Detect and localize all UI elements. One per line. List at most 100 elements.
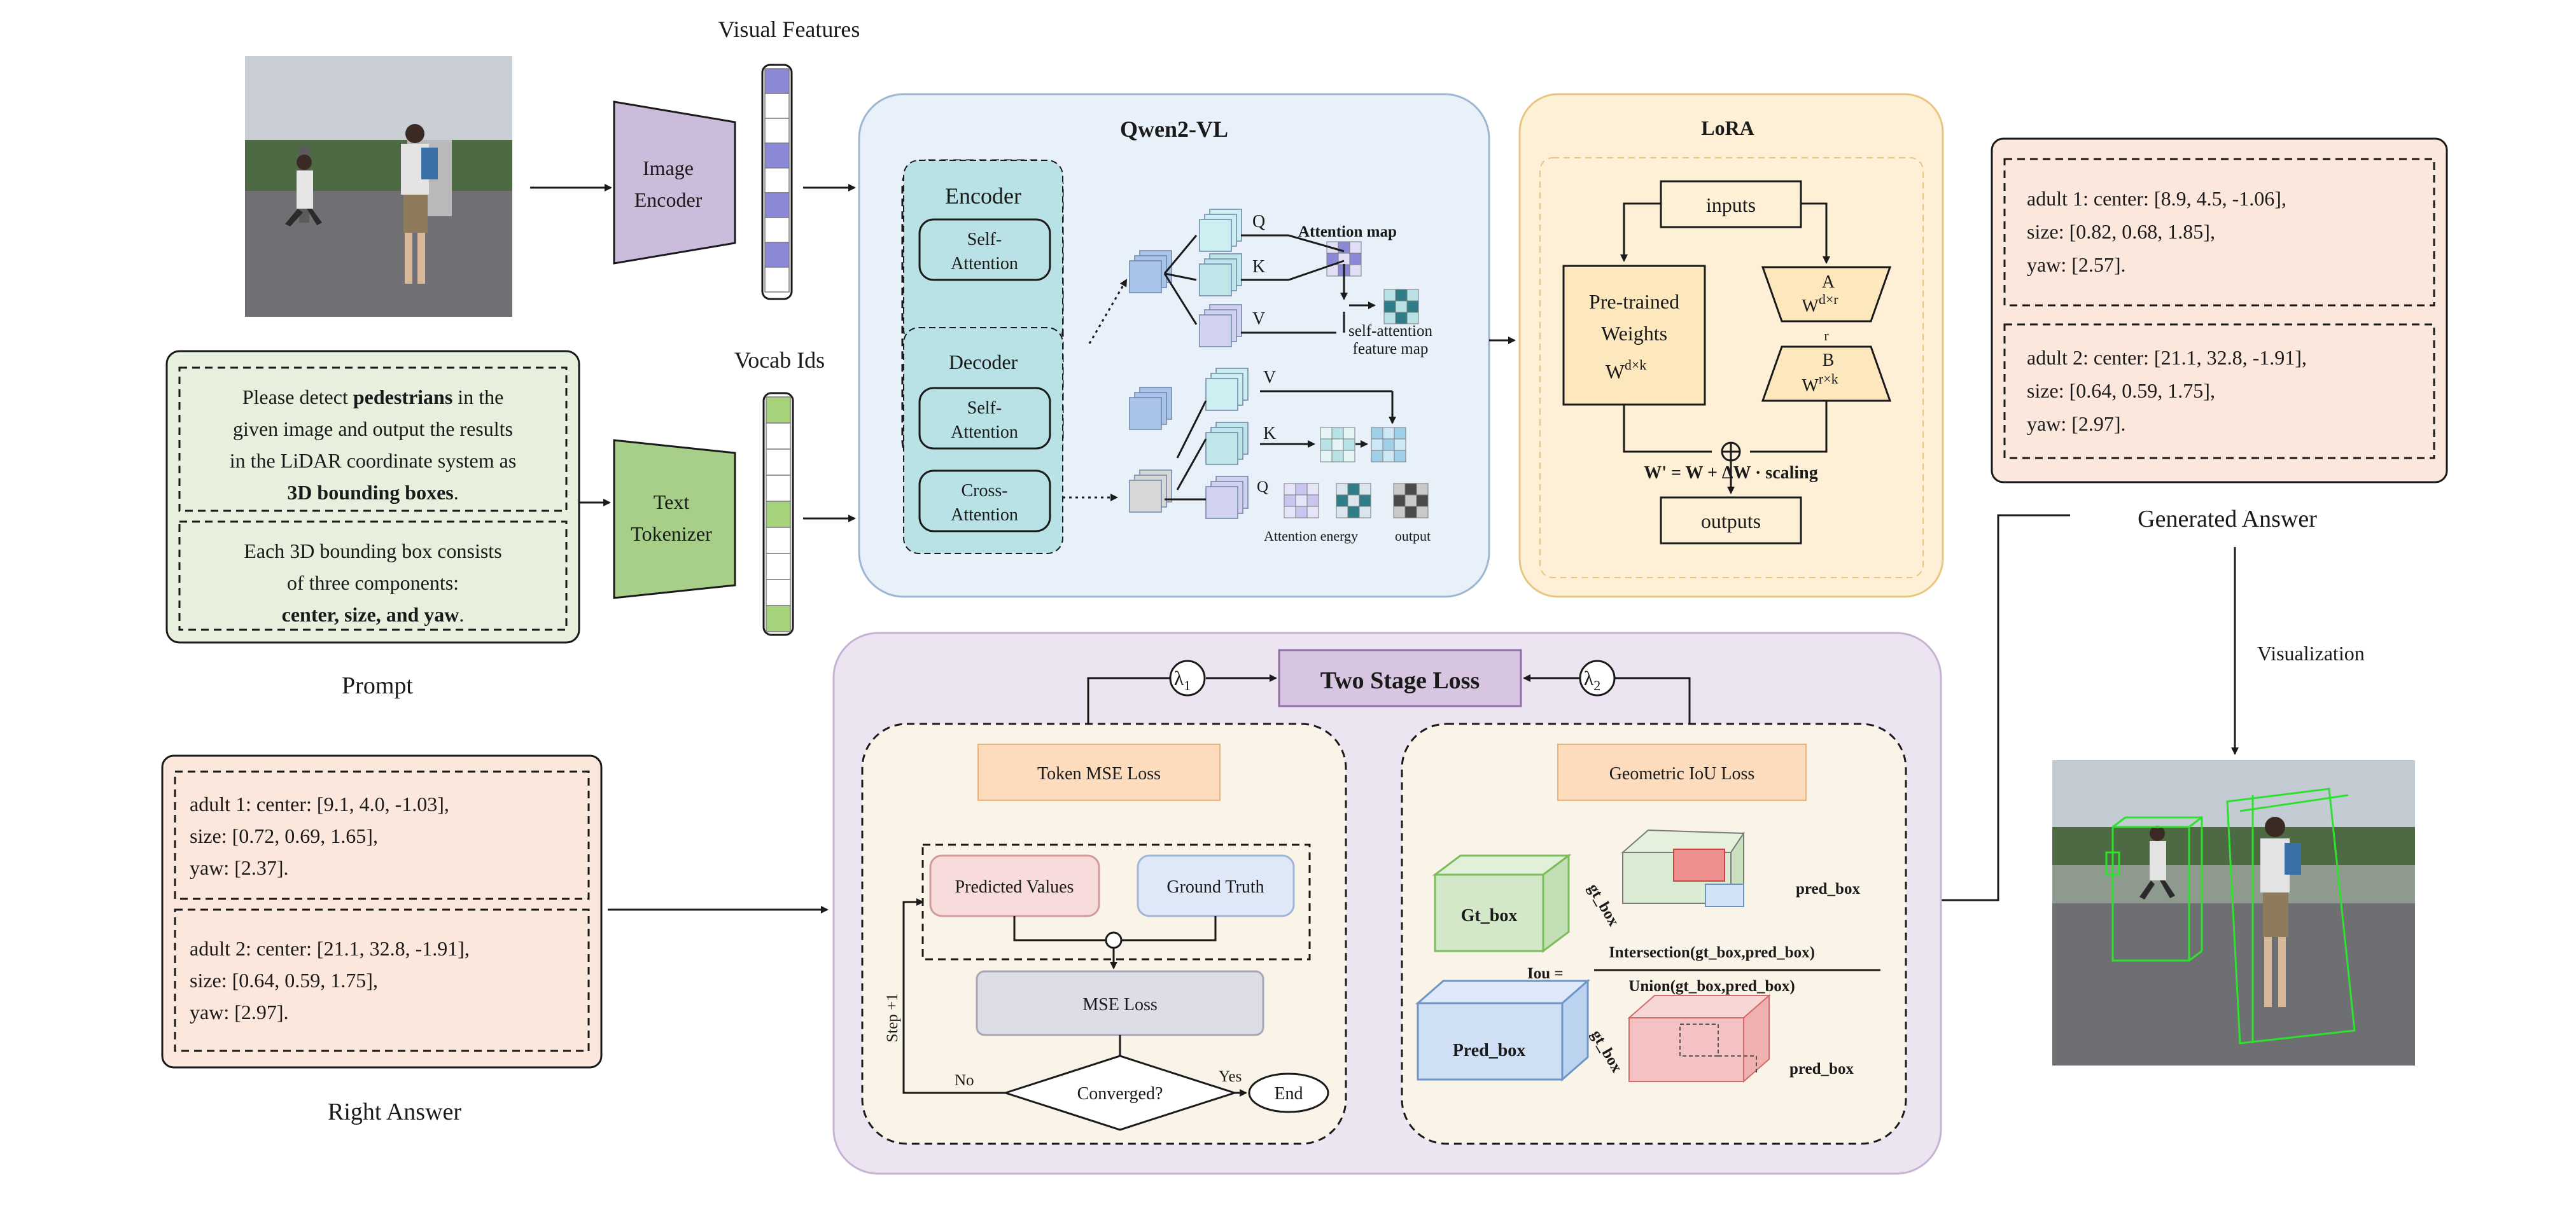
feature-cube — [1199, 219, 1232, 252]
grid-cell — [1347, 506, 1360, 518]
vf-cells-cell — [764, 68, 790, 94]
grid-cell — [1338, 241, 1350, 254]
token-mse-title: Token MSE Loss — [1037, 764, 1161, 784]
grid-cell — [1295, 494, 1308, 507]
grid-cell — [1336, 483, 1348, 496]
grid-cell — [1371, 427, 1383, 440]
prompt-line-1: Please detect pedestrians in the — [242, 385, 504, 408]
grid-cell — [1320, 427, 1333, 440]
lora-title: LoRA — [1701, 116, 1754, 139]
image-encoder-label-1: Image — [643, 156, 694, 179]
vi-cells-cell — [766, 579, 791, 606]
visualization-label: Visualization — [2257, 642, 2365, 665]
lora-b-w: Wr×k — [1802, 371, 1838, 396]
prompt-line-4: 3D bounding boxes. — [287, 481, 458, 504]
vf-cells-cell — [764, 93, 790, 119]
right-answer-caption: Right Answer — [328, 1099, 461, 1125]
pred-box-small-bottom: pred_box — [1789, 1060, 1854, 1078]
output-label: output — [1395, 528, 1431, 544]
step-label: Step +1 — [884, 993, 901, 1042]
prompt-line-2: given image and output the results — [233, 417, 513, 440]
loss-title: Two Stage Loss — [1320, 667, 1480, 694]
grid-cell — [1295, 506, 1308, 518]
attention-energy-label: Attention energy — [1264, 528, 1358, 544]
lora-outputs: outputs — [1701, 510, 1761, 532]
lora-formula: W' = W + ΔW · scaling — [1644, 463, 1818, 483]
no-label: No — [955, 1072, 974, 1089]
pred-box-label: Pred_box — [1453, 1041, 1526, 1060]
vi-cells-cell — [766, 501, 791, 528]
encoder-label: Encoder — [945, 183, 1021, 209]
gt-box-label: Gt_box — [1461, 906, 1518, 926]
ground-truth: Ground Truth — [1166, 877, 1264, 897]
grid-cell — [1382, 450, 1395, 462]
grid-cell — [1343, 438, 1355, 451]
visual-features-label: Visual Features — [718, 17, 860, 42]
grid-cell — [1395, 289, 1408, 302]
encoder-self-attention-2: Attention — [951, 254, 1018, 274]
grid-cell — [1382, 427, 1395, 440]
grid-cell — [1394, 427, 1406, 440]
q-label-top: Q — [1252, 212, 1265, 232]
iou-label: Iou = — [1527, 965, 1564, 982]
grid-cell — [1395, 300, 1408, 313]
iou-denominator: Union(gt_box,pred_box) — [1628, 978, 1795, 995]
generated-answer-caption: Generated Answer — [2138, 506, 2317, 532]
grid-cell — [1416, 494, 1429, 507]
prompt-line-3: in the LiDAR coordinate system as — [230, 449, 517, 472]
attention-map-label: Attention map — [1298, 223, 1397, 240]
lora-b-label: B — [1823, 351, 1835, 370]
k-label-top: K — [1252, 257, 1265, 277]
right-a1-line1: adult 1: center: [9.1, 4.0, -1.03], — [190, 793, 449, 816]
grid-cell — [1382, 438, 1395, 451]
grid-cell — [1371, 438, 1383, 451]
grid-cell — [1359, 494, 1371, 507]
grid-cell — [1406, 312, 1419, 324]
q-label-bottom: Q — [1257, 478, 1268, 496]
feature-cube — [1129, 397, 1162, 430]
right-a2-line2: size: [0.64, 0.59, 1.75], — [190, 969, 378, 992]
gen-a1-line1: adult 1: center: [8.9, 4.5, -1.06], — [2027, 187, 2286, 210]
visual-feature-vector — [761, 64, 793, 300]
grid-cell — [1404, 483, 1417, 496]
v-label-top: V — [1252, 309, 1265, 329]
vi-cells-cell — [766, 448, 791, 476]
encoder-self-attention-1: Self- — [967, 230, 1002, 249]
right-a1-line3: yaw: [2.37]. — [190, 856, 289, 879]
vi-cells-cell — [766, 527, 791, 554]
qwen-title: Qwen2-VL — [1120, 116, 1228, 142]
lora-module: LoRA inputs Pre-trained Weights Wd×k A W… — [1518, 93, 1944, 598]
prompt-line-7: center, size, and yaw. — [282, 603, 465, 626]
lora-r-label: r — [1824, 328, 1829, 344]
yes-label: Yes — [1219, 1068, 1242, 1085]
grid-cell — [1394, 450, 1406, 462]
lora-a-label: A — [1822, 272, 1835, 292]
lora-inputs: inputs — [1706, 193, 1756, 216]
grid-cell — [1306, 506, 1319, 518]
grid-cell — [1349, 253, 1362, 265]
grid-cell — [1383, 300, 1396, 313]
lambda2: λ2 — [1584, 667, 1601, 693]
mse-loss: MSE Loss — [1082, 995, 1157, 1015]
grid-cell — [1347, 483, 1360, 496]
visualization-image — [2052, 760, 2415, 1066]
grid-cell — [1295, 483, 1308, 496]
gen-a1-line2: size: [0.82, 0.68, 1.85], — [2027, 220, 2215, 243]
feature-cube — [1129, 260, 1162, 293]
right-answer-box: adult 1: center: [9.1, 4.0, -1.03], size… — [161, 754, 603, 1069]
grid-cell — [1404, 494, 1417, 507]
predicted-values: Predicted Values — [955, 877, 1074, 897]
decoder-self-attention-1: Self- — [967, 398, 1002, 418]
end-node: End — [1274, 1084, 1303, 1104]
gen-a2-line1: adult 2: center: [21.1, 32.8, -1.91], — [2027, 346, 2307, 369]
lambda1: λ1 — [1174, 667, 1191, 693]
prompt-caption: Prompt — [342, 672, 413, 699]
gen-a2-line3: yaw: [2.97]. — [2027, 412, 2126, 435]
pretrained-1: Pre-trained — [1589, 290, 1679, 313]
vi-cells-cell — [766, 396, 791, 424]
vf-cells-cell — [764, 192, 790, 218]
grid-cell — [1349, 264, 1362, 277]
vf-cells-cell — [764, 142, 790, 169]
feature-cube — [1199, 263, 1232, 296]
